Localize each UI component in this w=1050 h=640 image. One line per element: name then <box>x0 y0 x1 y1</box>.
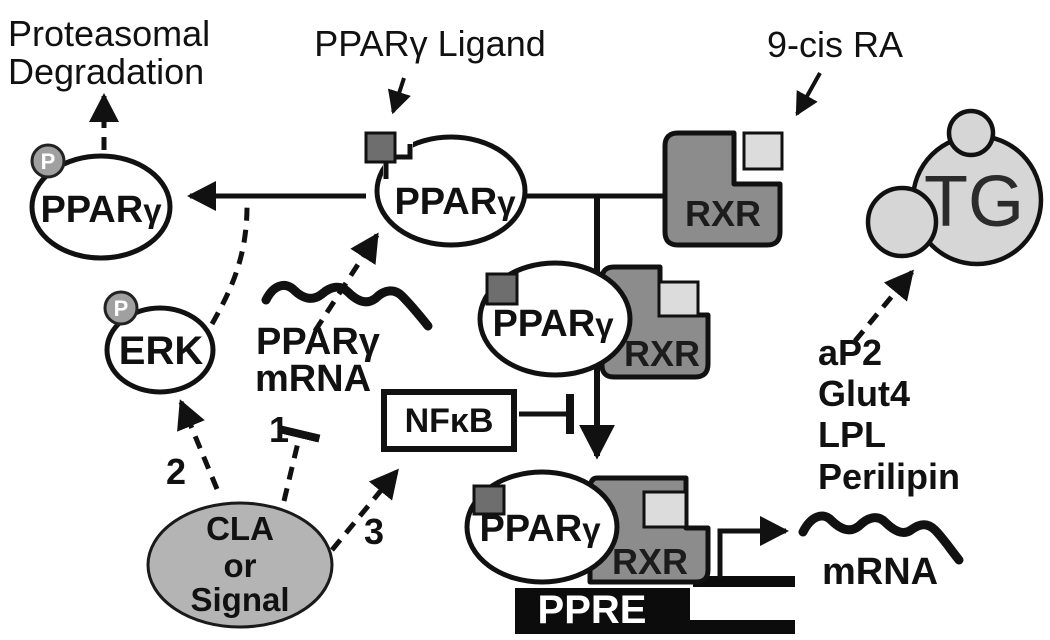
gene-perilipin: Perilipin <box>818 456 960 497</box>
cla-label-line3: Signal <box>190 581 289 618</box>
cla-activates-nfkb-arrow <box>330 468 399 552</box>
erk-oval <box>104 305 216 395</box>
phospho-ppargamma-label: PPARγ <box>40 189 162 231</box>
cla-label-line2: or <box>224 547 257 584</box>
phospho-ppargamma-oval <box>29 153 173 261</box>
tg-droplet-top <box>946 108 996 158</box>
phosphate-badge-ppargamma <box>30 143 66 179</box>
rxr-box-middle <box>599 264 711 380</box>
ppargamma-free-label: PPARγ <box>394 181 516 223</box>
phosphate-badge-erk-label: P <box>114 296 129 321</box>
nine-cis-ra-square-middle <box>657 280 700 318</box>
nine-cis-ra-label: 9-cis RA <box>767 24 903 65</box>
rxr-free-label: RXR <box>685 193 761 234</box>
nine-cis-ra-square-bound <box>642 490 688 529</box>
nfkb-box <box>381 389 517 452</box>
target-genes-list: aP2 Glut4 LPL Perilipin <box>818 332 960 497</box>
phosphate-badge-erk <box>103 290 139 326</box>
proteasomal-degradation-label-line1: Proteasomal <box>8 13 210 54</box>
cla-inhibits-mrna-arrow <box>279 425 321 502</box>
ppre-label: PPRE <box>538 588 647 632</box>
ligand-binding-arrow <box>387 77 411 115</box>
gene-glut4: Glut4 <box>818 373 910 414</box>
tg-droplet-left <box>865 185 939 259</box>
step-label-1: 1 <box>269 409 289 450</box>
erk-label: ERK <box>119 329 204 373</box>
cla-activates-erk-arrow <box>177 399 220 490</box>
ppargamma-mrna-label-line2: mRNA <box>255 358 371 400</box>
ligand-square-free <box>364 131 397 164</box>
ligand-pocket-notch <box>383 144 413 179</box>
rxr-box-free <box>662 130 783 248</box>
step-label-3: 3 <box>364 511 384 552</box>
ppargamma-mrna-label-line1: PPARγ <box>256 321 380 363</box>
ppargamma-middle-label: PPARγ <box>492 303 614 345</box>
cla-signal-oval <box>146 501 334 629</box>
proteasomal-degradation-label-line2: Degradation <box>8 51 204 92</box>
phosphate-badge-ppargamma-label: P <box>41 149 56 174</box>
ppargamma-mrna-squiggle <box>261 280 433 331</box>
rxr-bound-label: RXR <box>612 541 688 582</box>
rxr-middle-label: RXR <box>624 333 700 374</box>
ligand-square-middle <box>485 272 519 306</box>
gene-ap2: aP2 <box>818 332 882 373</box>
ppargamma-oval-free <box>374 134 528 248</box>
dna-strand-upper <box>693 576 795 587</box>
nfkb-label: NFκB <box>405 402 494 440</box>
transcription-start-arrow <box>717 516 790 578</box>
tg-label: TG <box>924 162 1024 242</box>
erk-action-curve <box>209 205 250 326</box>
ppargamma-bound-label: PPARγ <box>479 508 601 550</box>
tg-synthesis-arrow <box>853 269 914 343</box>
gene-lpl: LPL <box>818 414 886 455</box>
heterodimer-middle: PPARγ RXR <box>477 260 711 380</box>
heterodimer-bound: PPARγ RXR <box>464 469 711 585</box>
ligand-square-bound <box>472 484 506 516</box>
target-mrna-label: mRNA <box>822 551 938 593</box>
ppargamma-ligand-label: PPARγ Ligand <box>314 23 545 64</box>
cla-label-line1: CLA <box>206 510 274 547</box>
nine-cis-ra-square-free <box>742 131 784 171</box>
step-label-2: 2 <box>166 451 186 492</box>
ppre-bar <box>515 588 690 634</box>
nine-cis-ra-arrow <box>795 72 822 117</box>
dna-strand-lower <box>690 620 795 634</box>
target-mrna-squiggle <box>798 511 964 565</box>
translation-arrow <box>312 232 380 333</box>
